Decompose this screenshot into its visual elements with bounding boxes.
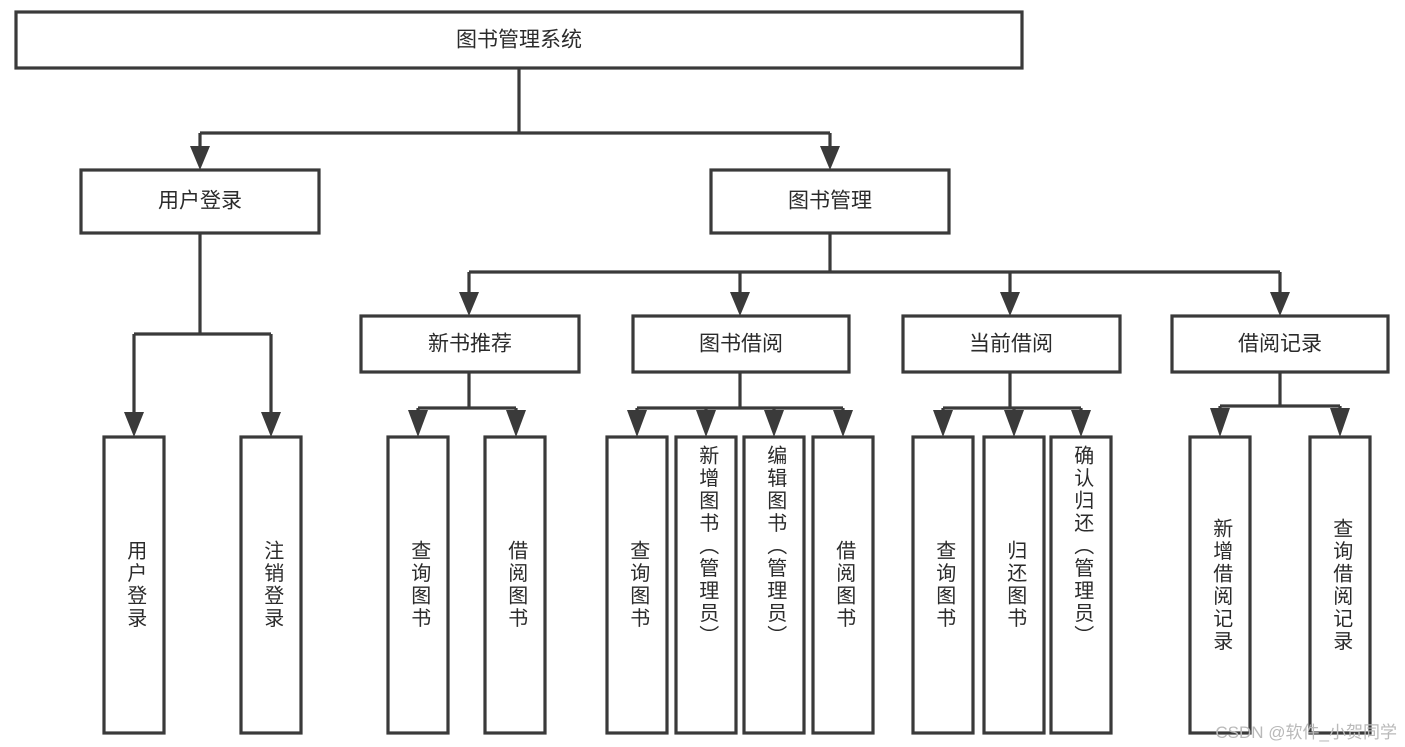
node-current-borrow[interactable]: 当前借阅	[901, 314, 1122, 374]
node-borrow-record-box[interactable]	[1170, 314, 1390, 374]
arrowhead-leaf-query-book-borrow	[627, 410, 647, 437]
node-user-login-box[interactable]	[79, 168, 321, 235]
node-leaf-borrow-book-rec-box[interactable]	[483, 435, 547, 735]
arrowhead-leaf-query-book-rec	[408, 410, 428, 437]
arrowhead-leaf-confirm-return	[1071, 410, 1091, 437]
arrowhead-borrow-record	[1270, 292, 1290, 316]
arrowhead-current-borrow	[1000, 292, 1020, 316]
node-borrow-record[interactable]: 借阅记录	[1170, 314, 1390, 374]
node-leaf-user-login-box[interactable]	[102, 435, 166, 735]
node-book-manage-label: 图书管理	[788, 190, 872, 213]
node-book-manage[interactable]: 图书管理	[709, 168, 951, 235]
node-new-book-recommend-box[interactable]	[359, 314, 581, 374]
arrowhead-leaf-query-record	[1330, 408, 1350, 437]
node-leaf-query-book-rec-box[interactable]	[386, 435, 450, 735]
arrowhead-leaf-borrow-book-rec	[506, 410, 526, 437]
node-current-borrow-box[interactable]	[901, 314, 1122, 374]
arrowhead-new-book-recommend	[459, 292, 479, 316]
node-root[interactable]: 图书管理系统	[14, 10, 1024, 70]
node-book-borrow-label: 图书借阅	[699, 333, 783, 356]
node-user-login[interactable]: 用户登录	[79, 168, 321, 235]
node-leaf-query-book-current-box[interactable]	[911, 435, 975, 735]
node-current-borrow-label: 当前借阅	[969, 333, 1053, 356]
arrowhead-leaf-add-record	[1210, 408, 1230, 437]
arrowhead-leaf-borrow-book	[833, 410, 853, 437]
node-leaf-add-record-box[interactable]	[1188, 435, 1252, 735]
node-leaf-add-book-box[interactable]	[674, 435, 738, 735]
node-leaf-return-book-box[interactable]	[982, 435, 1046, 735]
arrowhead-book-manage	[820, 146, 840, 170]
watermark-text: CSDN @软件_小贺同学	[1215, 723, 1397, 742]
arrowhead-leaf-edit-book	[764, 410, 784, 437]
arrowhead-book-borrow	[730, 292, 750, 316]
arrowhead-user-login	[190, 146, 210, 170]
leaf-box-layer	[102, 435, 1372, 735]
node-leaf-borrow-book-box[interactable]	[811, 435, 875, 735]
node-new-book-recommend[interactable]: 新书推荐	[359, 314, 581, 374]
node-leaf-query-book-borrow-box[interactable]	[605, 435, 669, 735]
node-root-box[interactable]	[14, 10, 1024, 70]
node-leaf-confirm-return-box[interactable]	[1049, 435, 1113, 735]
node-leaf-logout-box[interactable]	[239, 435, 303, 735]
arrowhead-leaf-return-book	[1004, 410, 1024, 437]
node-new-book-recommend-label: 新书推荐	[428, 333, 512, 356]
node-book-borrow-box[interactable]	[631, 314, 851, 374]
arrowhead-leaf-query-book-current	[933, 410, 953, 437]
connector-layer	[124, 68, 1350, 437]
arrowhead-leaf-user-login	[124, 412, 144, 437]
node-borrow-record-label: 借阅记录	[1238, 333, 1322, 356]
node-leaf-edit-book-box[interactable]	[742, 435, 806, 735]
arrowhead-leaf-logout	[261, 412, 281, 437]
node-book-borrow[interactable]: 图书借阅	[631, 314, 851, 374]
node-root-label: 图书管理系统	[456, 29, 582, 52]
node-leaf-query-record-box[interactable]	[1308, 435, 1372, 735]
node-book-manage-box[interactable]	[709, 168, 951, 235]
node-user-login-label: 用户登录	[158, 190, 242, 213]
arrowhead-leaf-add-book	[696, 410, 716, 437]
